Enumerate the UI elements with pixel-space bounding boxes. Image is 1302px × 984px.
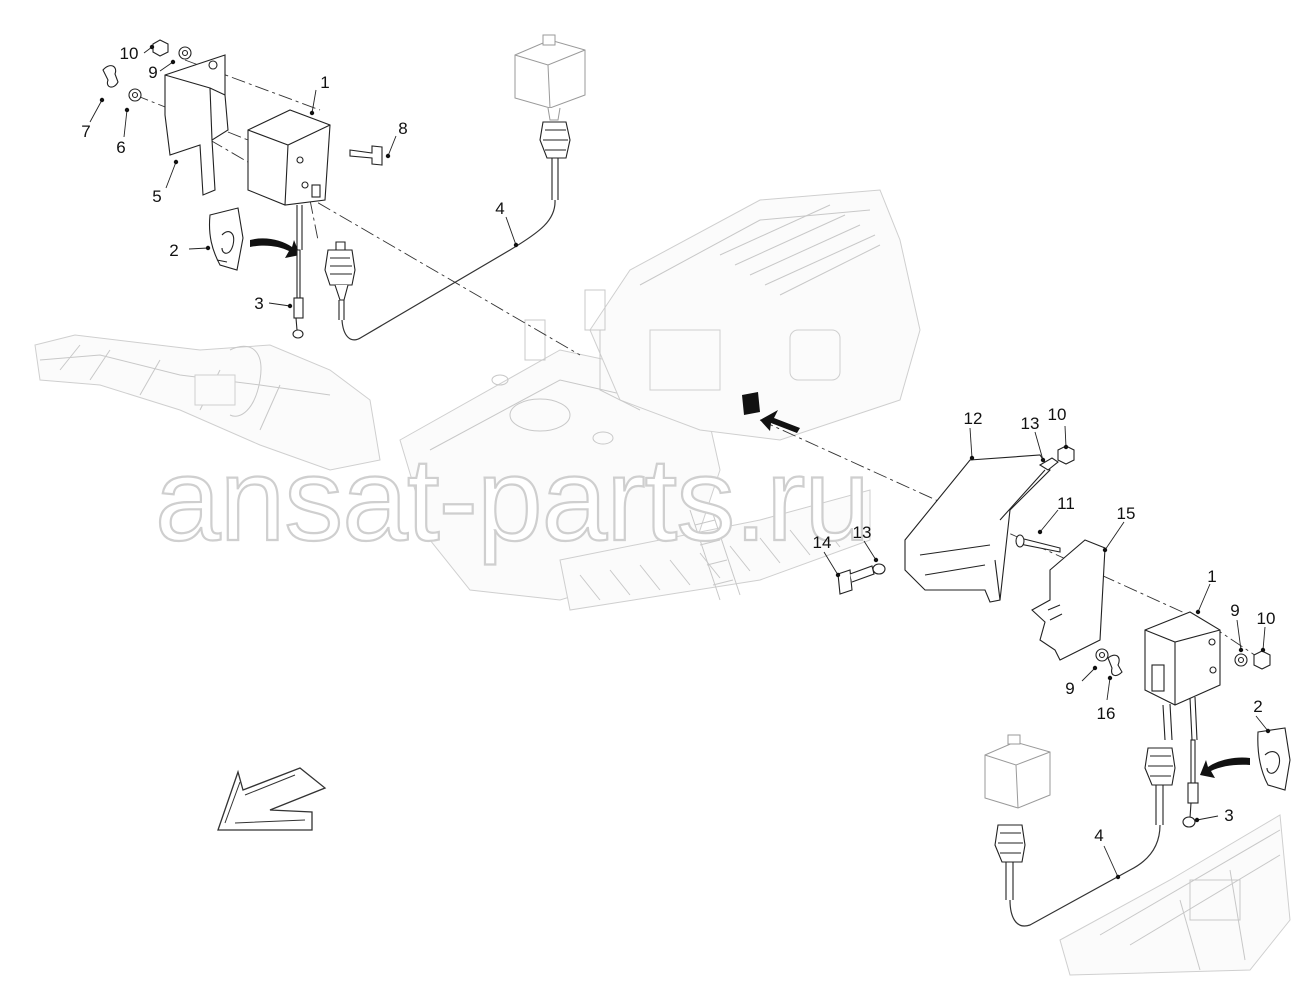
background-machine [34, 189, 1291, 976]
wing-nut-16 [1107, 654, 1123, 677]
watermark-text: ansat-parts.ru [155, 434, 869, 566]
nut-10 [152, 39, 169, 57]
callout-leaders [89, 44, 1271, 880]
sensor-rod-3 [296, 249, 301, 301]
callout-left-6: 6 [116, 138, 125, 157]
callout-left-10: 10 [120, 44, 139, 63]
cable-4 [341, 199, 556, 341]
direction-arrow-icon [217, 767, 327, 831]
callout-right-11: 11 [1057, 494, 1075, 513]
nut-10-right-box [1253, 650, 1271, 670]
mounting-plate-15 [1031, 539, 1106, 661]
right-assembly [742, 392, 1291, 927]
left-assembly [102, 34, 586, 356]
callout-right-2: 2 [1253, 697, 1262, 716]
mounting-bracket-5 [164, 54, 229, 196]
callout-right-3: 3 [1224, 806, 1233, 825]
callout-labels: 1 2 3 4 5 6 7 8 9 10 12 13 10 11 15 13 1… [81, 44, 1275, 845]
curved-arrow-icon [250, 238, 300, 258]
callout-right-13-top: 13 [1021, 414, 1040, 433]
spacer-13-bottom [872, 563, 886, 575]
callout-left-2: 2 [169, 241, 178, 260]
connector-lower-4 [324, 249, 356, 286]
callout-left-7: 7 [81, 122, 90, 141]
callout-left-9: 9 [148, 63, 157, 82]
callout-right-15: 15 [1117, 504, 1136, 523]
callout-left-1: 1 [320, 73, 329, 92]
curved-arrow-icon-right [1200, 757, 1250, 778]
sensor-rod-3-right [1190, 739, 1196, 786]
wing-nut-7 [102, 65, 119, 88]
callout-right-14: 14 [813, 533, 832, 552]
callout-right-12: 12 [964, 409, 983, 428]
callout-left-4: 4 [495, 199, 504, 218]
callout-left-3: 3 [254, 294, 263, 313]
callout-right-1: 1 [1207, 567, 1216, 586]
location-arrow-icon [760, 410, 800, 433]
cable-4-right [1009, 824, 1161, 927]
callout-right-4: 4 [1094, 826, 1103, 845]
callout-right-9: 9 [1230, 601, 1239, 620]
callout-left-8: 8 [398, 119, 407, 138]
bolt-14 [837, 569, 853, 595]
callout-right-9-lower: 9 [1065, 679, 1074, 698]
callout-right-10-bottom: 10 [1257, 609, 1276, 628]
callout-right-13-bottom: 13 [853, 523, 872, 542]
spacer-13-top [1038, 457, 1059, 471]
pin-11 [1019, 537, 1061, 553]
bracket-12 [904, 454, 1051, 603]
callout-right-10-top: 10 [1048, 405, 1067, 424]
callout-left-5: 5 [152, 187, 161, 206]
bolt-8 [349, 145, 383, 166]
callout-right-16: 16 [1097, 704, 1116, 723]
